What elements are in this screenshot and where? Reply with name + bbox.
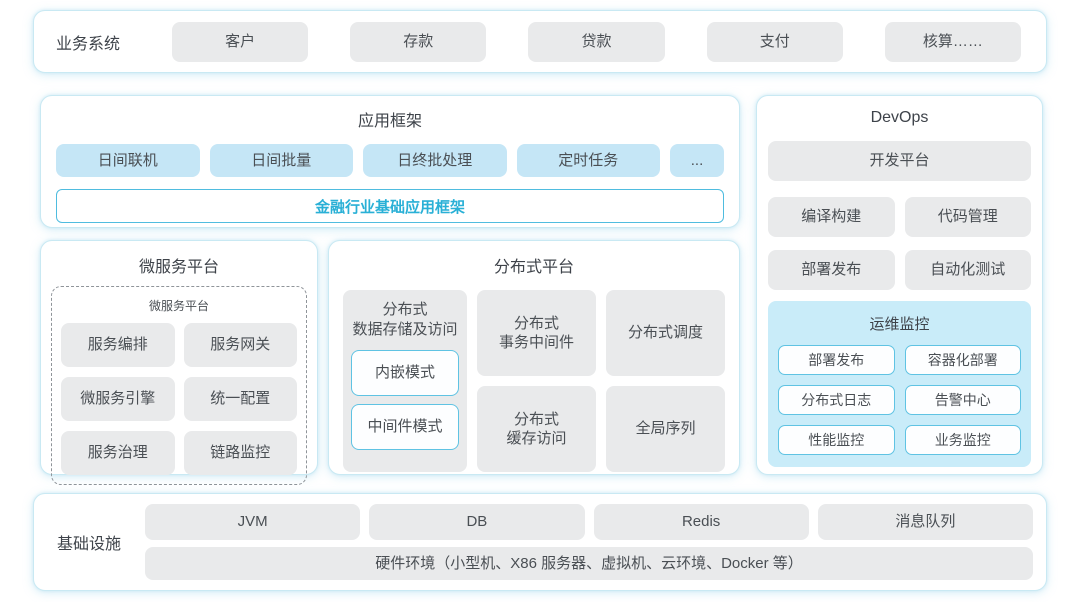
micro-item-orchestration: 服务编排: [61, 323, 175, 367]
dist-item-sequence: 全局序列: [606, 386, 725, 472]
microservice-inner-box: 微服务平台 服务编排 服务网关 微服务引擎 统一配置 服务治理 链路监控: [51, 286, 307, 485]
infra-item-mq: 消息队列: [817, 504, 1033, 540]
monitor-item-log: 分布式日志: [778, 385, 895, 415]
monitor-item-deploy: 部署发布: [778, 345, 895, 375]
dist-item-cache: 分布式 缓存访问: [477, 386, 596, 472]
dist-col-middle: 分布式 事务中间件 分布式 缓存访问: [477, 290, 596, 472]
micro-item-gateway: 服务网关: [183, 323, 297, 367]
app-item-scheduled-task: 定时任务: [516, 144, 660, 177]
biz-item-loan: 贷款: [528, 21, 665, 62]
biz-item-payment: 支付: [706, 21, 843, 62]
biz-item-customer: 客户: [172, 21, 309, 62]
business-systems-panel: 业务系统 客户 存款 贷款 支付 核算……: [33, 10, 1047, 73]
infrastructure-panel: 基础设施 JVM DB Redis 消息队列 硬件环境（小型机、X86 服务器、…: [33, 493, 1047, 591]
biz-item-deposit: 存款: [350, 21, 487, 62]
ops-monitor-title: 运维监控: [869, 316, 930, 333]
devops-dev-platform: 开发平台: [768, 141, 1031, 181]
dist-mode-embedded: 内嵌模式: [351, 349, 459, 396]
dist-item-transaction: 分布式 事务中间件: [477, 290, 596, 376]
ops-monitor-grid: 部署发布 容器化部署 分布式日志 告警中心 性能监控 业务监控: [778, 345, 1021, 455]
app-framework-panel: 应用框架 日间联机 日间批量 日终批处理 定时任务 ... 金融行业基础应用框架: [40, 95, 740, 228]
infra-item-jvm: JVM: [145, 504, 361, 540]
devops-grid: 编译构建 代码管理 部署发布 自动化测试: [768, 197, 1031, 290]
devops-item-deploy: 部署发布: [768, 250, 895, 290]
distributed-title: 分布式平台: [493, 259, 574, 276]
business-systems-label: 业务系统: [55, 35, 120, 53]
dist-item-schedule: 分布式调度: [606, 290, 725, 376]
financial-base-framework-bar: 金融行业基础应用框架: [56, 189, 724, 223]
monitor-item-container: 容器化部署: [904, 345, 1021, 375]
microservice-inner-title: 微服务平台: [148, 299, 209, 313]
devops-item-code: 代码管理: [904, 197, 1031, 237]
app-item-daytime-online: 日间联机: [56, 144, 200, 177]
infra-item-redis: Redis: [593, 504, 809, 540]
monitor-item-business: 业务监控: [904, 425, 1021, 455]
dist-storage-box: 分布式 数据存储及访问 内嵌模式 中间件模式: [343, 290, 467, 472]
ops-monitor-panel: 运维监控 部署发布 容器化部署 分布式日志 告警中心 性能监控 业务监控: [768, 301, 1031, 467]
devops-item-test: 自动化测试: [904, 250, 1031, 290]
micro-item-trace: 链路监控: [183, 431, 297, 475]
app-item-eod-batch: 日终批处理: [363, 144, 507, 177]
hardware-env-bar: 硬件环境（小型机、X86 服务器、虚拟机、云环境、Docker 等）: [145, 547, 1033, 580]
app-framework-row: 日间联机 日间批量 日终批处理 定时任务 ...: [56, 144, 724, 177]
micro-item-engine: 微服务引擎: [61, 377, 175, 421]
micro-item-governance: 服务治理: [61, 431, 175, 475]
monitor-item-perf: 性能监控: [778, 425, 895, 455]
infrastructure-label: 基础设施: [56, 536, 121, 553]
app-framework-title: 应用框架: [357, 113, 422, 130]
biz-item-accounting: 核算……: [884, 21, 1022, 62]
microservice-title: 微服务平台: [138, 259, 219, 276]
dist-storage-title: 分布式 数据存储及访问: [352, 301, 458, 339]
devops-item-build: 编译构建: [768, 197, 895, 237]
infra-item-db: DB: [369, 504, 585, 540]
microservice-panel: 微服务平台 微服务平台 服务编排 服务网关 微服务引擎 统一配置 服务治理 链路…: [40, 240, 318, 485]
infrastructure-body: JVM DB Redis 消息队列 硬件环境（小型机、X86 服务器、虚拟机、云…: [145, 504, 1033, 580]
infrastructure-row: JVM DB Redis 消息队列: [145, 504, 1033, 540]
micro-item-config: 统一配置: [183, 377, 297, 421]
dist-mode-middleware: 中间件模式: [351, 403, 459, 450]
monitor-item-alert: 告警中心: [904, 385, 1021, 415]
dist-col-right: 分布式调度 全局序列: [606, 290, 725, 472]
microservice-grid: 服务编排 服务网关 微服务引擎 统一配置 服务治理 链路监控: [61, 323, 297, 475]
app-item-more: ...: [670, 144, 724, 177]
devops-title: DevOps: [870, 109, 929, 126]
distributed-panel: 分布式平台 分布式 数据存储及访问 内嵌模式 中间件模式 分布式 事务中间件 分…: [328, 240, 740, 475]
distributed-body: 分布式 数据存储及访问 内嵌模式 中间件模式 分布式 事务中间件 分布式 缓存访…: [343, 290, 725, 472]
devops-panel: DevOps 开发平台 编译构建 代码管理 部署发布 自动化测试 运维监控 部署…: [756, 95, 1043, 475]
app-item-daytime-batch: 日间批量: [209, 144, 353, 177]
